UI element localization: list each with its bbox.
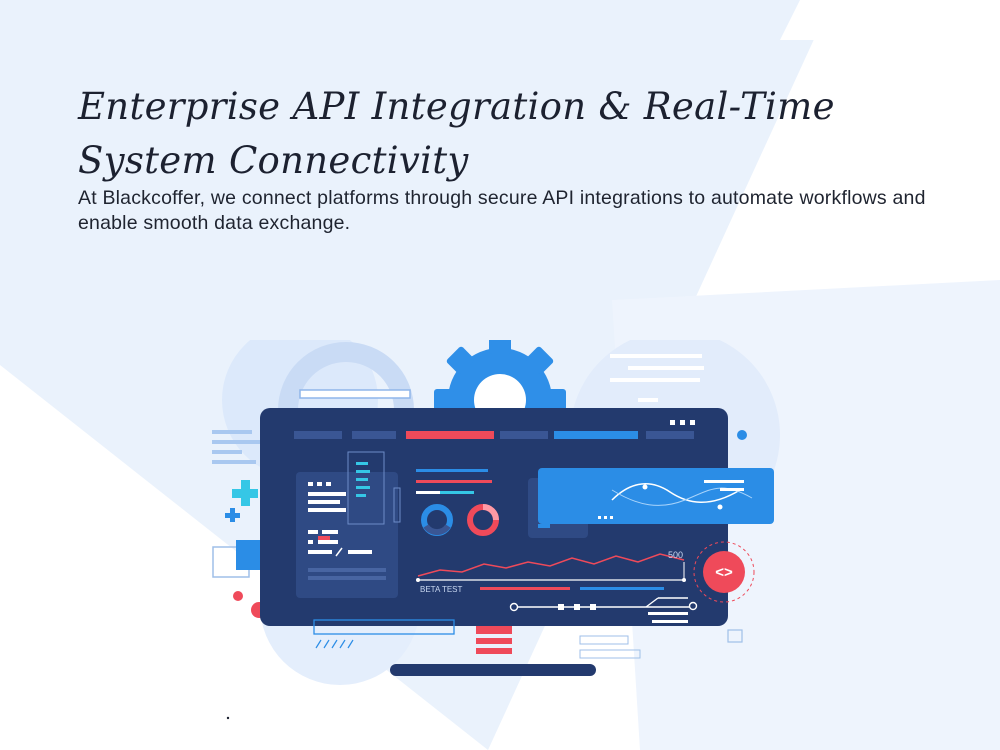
monitor-neck bbox=[476, 626, 512, 634]
panel-text-lines bbox=[308, 482, 372, 554]
donut-chart-blue-arc bbox=[423, 524, 451, 535]
monitor-neck bbox=[476, 638, 512, 644]
chart-beta-label: BETA TEST bbox=[420, 585, 462, 594]
panel-bar bbox=[308, 576, 386, 580]
deco-outline-bar bbox=[579, 635, 629, 645]
panel-bar bbox=[308, 568, 386, 572]
scroll-track bbox=[393, 487, 401, 523]
deco-lines-right bbox=[610, 354, 704, 402]
wave-card-dots bbox=[598, 516, 613, 519]
deco-lines-bottom-right bbox=[648, 612, 688, 623]
page-title: Enterprise API Integration & Real-Time S… bbox=[78, 85, 835, 182]
dot-icon bbox=[737, 430, 747, 440]
line-chart bbox=[416, 553, 686, 582]
list-card bbox=[347, 451, 385, 525]
wave-point bbox=[717, 504, 723, 510]
page-description: At Blackcoffer, we connect platforms thr… bbox=[78, 187, 926, 234]
api-integration-illustration: 500 BETA TEST <> bbox=[212, 340, 780, 720]
line-chart-series bbox=[417, 553, 685, 577]
wave-line bbox=[611, 483, 741, 503]
deco-bar bbox=[299, 389, 411, 399]
code-badge-ring bbox=[693, 541, 755, 603]
connector-line bbox=[509, 597, 698, 612]
deco-outline-square bbox=[727, 629, 743, 643]
chart-legend-bar bbox=[480, 587, 570, 590]
wave-card-line bbox=[704, 480, 744, 483]
deco-hatch bbox=[315, 639, 354, 649]
wave-chart-card bbox=[538, 468, 774, 524]
background-corner-mark bbox=[780, 0, 1000, 40]
deco-outline-bar bbox=[579, 649, 641, 659]
code-icon-symbol: <> bbox=[715, 564, 733, 581]
plus-icon-small bbox=[225, 508, 240, 522]
chart-value-label: 500 bbox=[668, 550, 683, 560]
chart-legend-bar bbox=[580, 587, 664, 590]
panel-slash bbox=[335, 547, 343, 557]
deco-lines-left bbox=[212, 430, 264, 464]
progress-bars bbox=[416, 469, 492, 494]
wave-point bbox=[642, 484, 648, 490]
panel-red-bar bbox=[318, 536, 330, 540]
monitor-neck bbox=[476, 648, 512, 654]
list-card-lines bbox=[356, 462, 370, 497]
padlock-ring-icon bbox=[278, 342, 414, 411]
donut-chart-red-arc bbox=[482, 504, 499, 521]
code-icon bbox=[703, 551, 745, 593]
monitor-top-bar bbox=[294, 420, 695, 439]
plus-icon bbox=[232, 480, 258, 506]
monitor-base bbox=[390, 664, 596, 676]
wave-card-line bbox=[720, 488, 744, 491]
dot-icon bbox=[233, 591, 243, 601]
deco-dot bbox=[226, 716, 230, 720]
deco-outline-bar bbox=[313, 619, 455, 635]
